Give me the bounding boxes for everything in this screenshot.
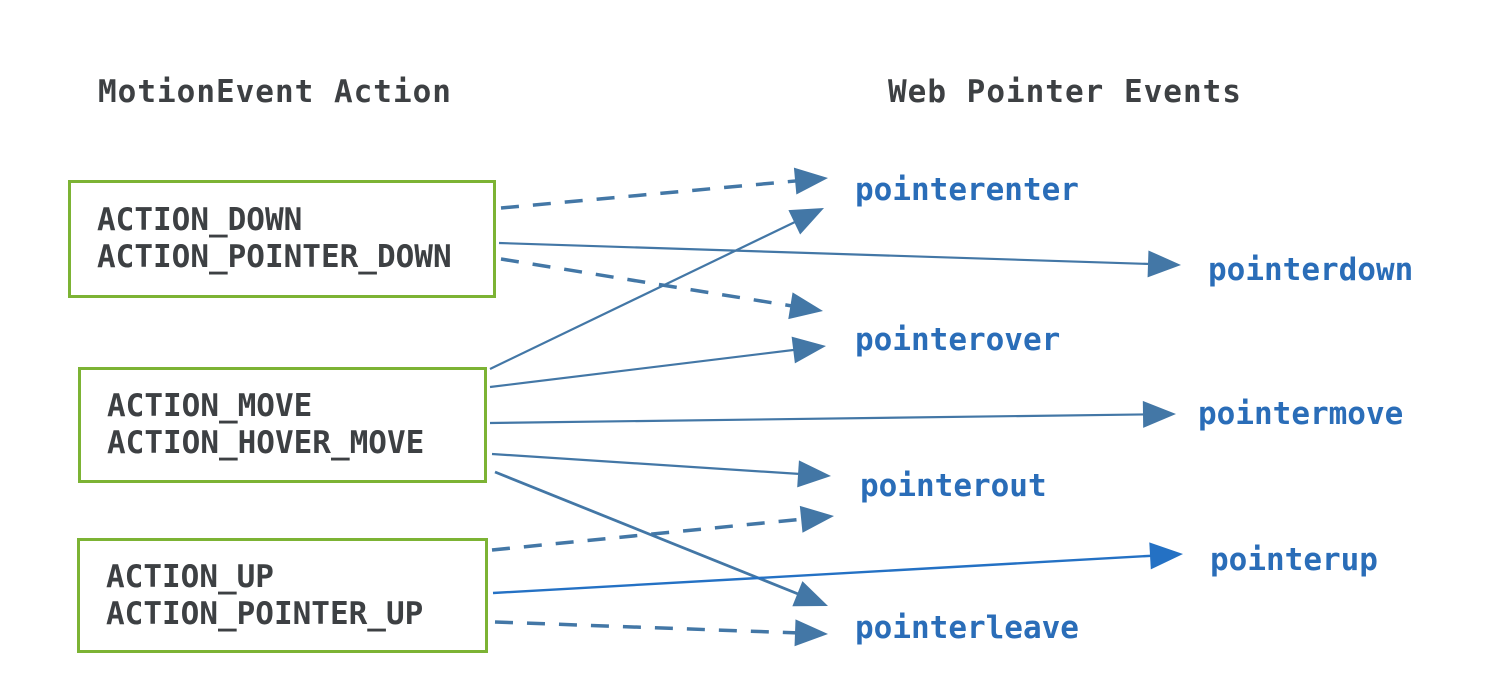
arrow-action_move-to-pointerleave xyxy=(494,470,806,599)
action-box-move: ACTION_MOVE ACTION_HOVER_MOVE xyxy=(78,367,487,483)
arrowhead-pointerenter xyxy=(788,208,824,235)
arrow-action_up-to-pointerout xyxy=(491,516,810,552)
arrowhead-pointerup xyxy=(1149,542,1183,570)
arrow-action_move-to-pointerenter xyxy=(489,217,803,370)
arrowhead-pointerenter xyxy=(793,167,828,195)
left-column-title: MotionEvent Action xyxy=(98,74,452,110)
arrow-action_move-to-pointermove xyxy=(489,413,1152,425)
arrowhead-pointerleave xyxy=(792,581,828,607)
arrow-action_down-to-pointerdown xyxy=(498,241,1157,266)
arrow-action_up-to-pointerleave xyxy=(494,620,804,635)
event-label-pointerleave: pointerleave xyxy=(855,610,1079,646)
arrowhead-pointerover xyxy=(791,336,826,364)
arrowhead-pointerout xyxy=(799,505,834,533)
action-box-down: ACTION_DOWN ACTION_POINTER_DOWN xyxy=(68,180,496,298)
action-label: ACTION_MOVE xyxy=(107,388,313,424)
arrowhead-pointermove xyxy=(1142,400,1176,428)
arrowhead-pointerdown xyxy=(1147,250,1181,278)
right-column-title: Web Pointer Events xyxy=(888,74,1242,110)
event-label-pointermove: pointermove xyxy=(1198,396,1404,432)
event-label-pointerdown: pointerdown xyxy=(1208,252,1414,288)
arrow-action_move-to-pointerover xyxy=(489,347,802,389)
event-label-pointerup: pointerup xyxy=(1210,542,1378,578)
action-label: ACTION_UP xyxy=(106,558,274,595)
event-label-pointerover: pointerover xyxy=(855,322,1061,358)
arrow-action_move-to-pointerout xyxy=(491,452,807,476)
action-label: ACTION_POINTER_UP xyxy=(106,595,424,632)
event-label-pointerenter: pointerenter xyxy=(855,172,1079,208)
action-box-up: ACTION_UP ACTION_POINTER_UP xyxy=(77,538,488,653)
action-label: ACTION_DOWN xyxy=(97,202,303,238)
arrow-action_down-to-pointerenter xyxy=(500,178,804,210)
action-label: ACTION_POINTER_DOWN xyxy=(97,239,452,275)
arrow-action_down-to-pointerover xyxy=(500,257,799,309)
arrow-action_up-to-pointerup xyxy=(492,554,1159,595)
arrowhead-pointerleave xyxy=(794,619,828,647)
action-label: ACTION_HOVER_MOVE xyxy=(107,425,425,461)
arrowhead-pointerover xyxy=(788,292,823,320)
arrowhead-pointerout xyxy=(797,460,831,488)
event-label-pointerout: pointerout xyxy=(860,468,1047,504)
